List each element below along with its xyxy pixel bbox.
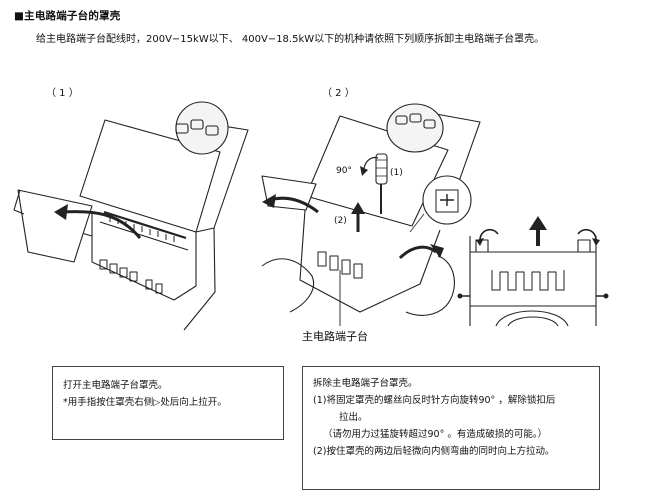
remove-title: 拆除主电路端子台罩壳。	[313, 378, 418, 389]
remove-caution: （请勿用力过猛旋转超过90° 。有造成破损的可能。）	[323, 429, 548, 440]
remove-step-two: (2)按住罩壳的两边后轻微向内侧弯曲的同时向上方拉动。	[313, 446, 555, 457]
figure-one-inverter	[13, 101, 249, 331]
step-two-label: （ 2 ）	[322, 88, 355, 99]
callout-two: (2)	[334, 216, 347, 226]
section-heading: ■主电路端子台的罩壳	[14, 10, 121, 22]
open-instruction-note: *用手指按住罩壳右侧▷处后向上拉开。	[63, 397, 227, 408]
instruction-box-remove: 拆除主电路端子台罩壳。 (1)将固定罩壳的螺丝向反时针方向旋转90° ，解除锁扣…	[302, 366, 600, 490]
figure-three-cover	[457, 236, 609, 327]
triangle-marker-icon: ▷	[153, 398, 161, 408]
remove-step-one-cont: 拉出。	[339, 412, 368, 423]
rotation-angle-label: 90°	[336, 166, 352, 176]
intro-text: 给主电路端子台配线时，200V−15kW以下、 400V−18.5kW以下的机种…	[36, 34, 545, 45]
terminal-block-caption: 主电路端子台	[302, 330, 368, 343]
open-instruction-line: 打开主电路端子台罩壳。	[63, 380, 168, 391]
step-one-label: （ 1 ）	[46, 88, 79, 99]
instruction-box-open: 打开主电路端子台罩壳。 *用手指按住罩壳右侧▷处后向上拉开。	[52, 366, 284, 440]
callout-one: (1)	[390, 168, 403, 178]
remove-step-one: (1)将固定罩壳的螺丝向反时针方向旋转90° ，解除锁扣后	[313, 395, 556, 406]
figure-two-inverter	[261, 103, 481, 316]
